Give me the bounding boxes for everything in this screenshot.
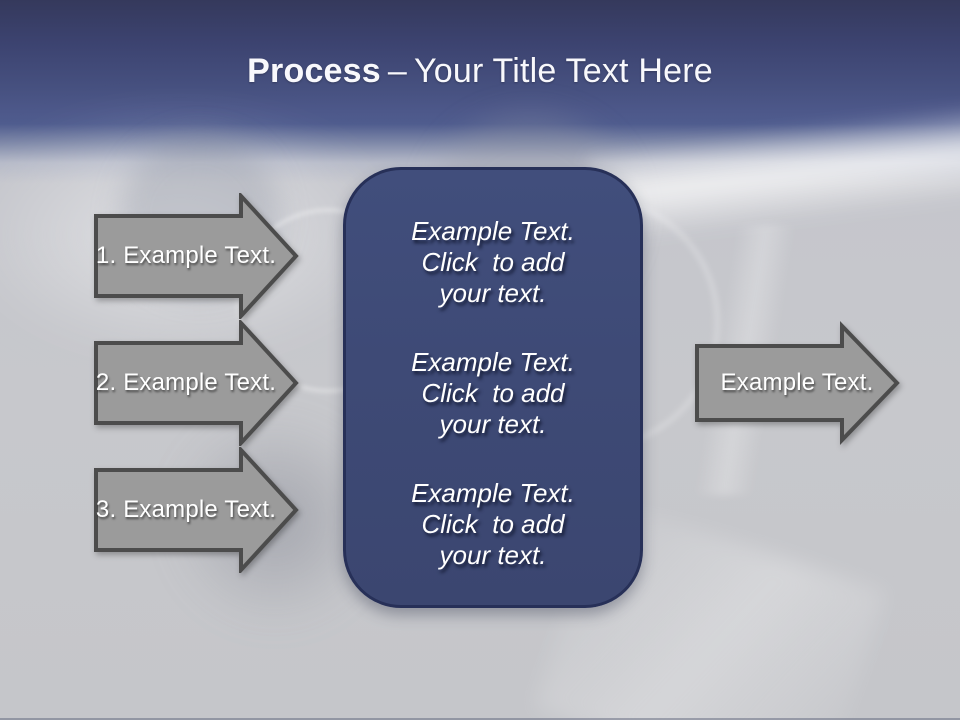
box-line: Click to add (421, 247, 565, 277)
arrow-right-icon (94, 193, 299, 319)
output-arrow-label: Example Text. (720, 369, 874, 396)
slide-bottom-edge (0, 718, 960, 720)
output-arrow[interactable]: Example Text. (694, 320, 902, 446)
step-arrow-3[interactable]: 3. Example Text. (93, 447, 301, 573)
page-title[interactable]: Process–Your Title Text Here (0, 46, 960, 96)
box-line: your text. (439, 409, 547, 439)
box-line: Example Text. (411, 478, 575, 508)
step-label: 1. Example Text. (95, 242, 277, 269)
title-bar: Process–Your Title Text Here (0, 46, 960, 96)
process-box[interactable]: Example Text. Click to add your text. Ex… (343, 167, 643, 608)
box-line: Example Text. (411, 347, 575, 377)
arrow-right-icon (94, 320, 299, 446)
step-label: 3. Example Text. (95, 496, 277, 523)
step-arrow-2[interactable]: 2. Example Text. (93, 320, 301, 446)
arrow-right-icon (695, 321, 900, 445)
arrow-right-icon (94, 447, 299, 573)
box-paragraph: Example Text. Click to add your text. (364, 216, 622, 309)
title-keyword: Process (247, 52, 381, 90)
box-line: Click to add (421, 378, 565, 408)
box-line: Example Text. (411, 216, 575, 246)
box-line: your text. (439, 278, 547, 308)
box-line: Click to add (421, 509, 565, 539)
box-line: your text. (439, 540, 547, 570)
box-paragraph: Example Text. Click to add your text. (364, 478, 622, 571)
step-arrow-1[interactable]: 1. Example Text. (93, 193, 301, 319)
box-paragraph: Example Text. Click to add your text. (364, 347, 622, 440)
step-label: 2. Example Text. (95, 369, 277, 396)
title-text: Your Title Text Here (414, 52, 713, 90)
title-dash: – (387, 52, 407, 90)
